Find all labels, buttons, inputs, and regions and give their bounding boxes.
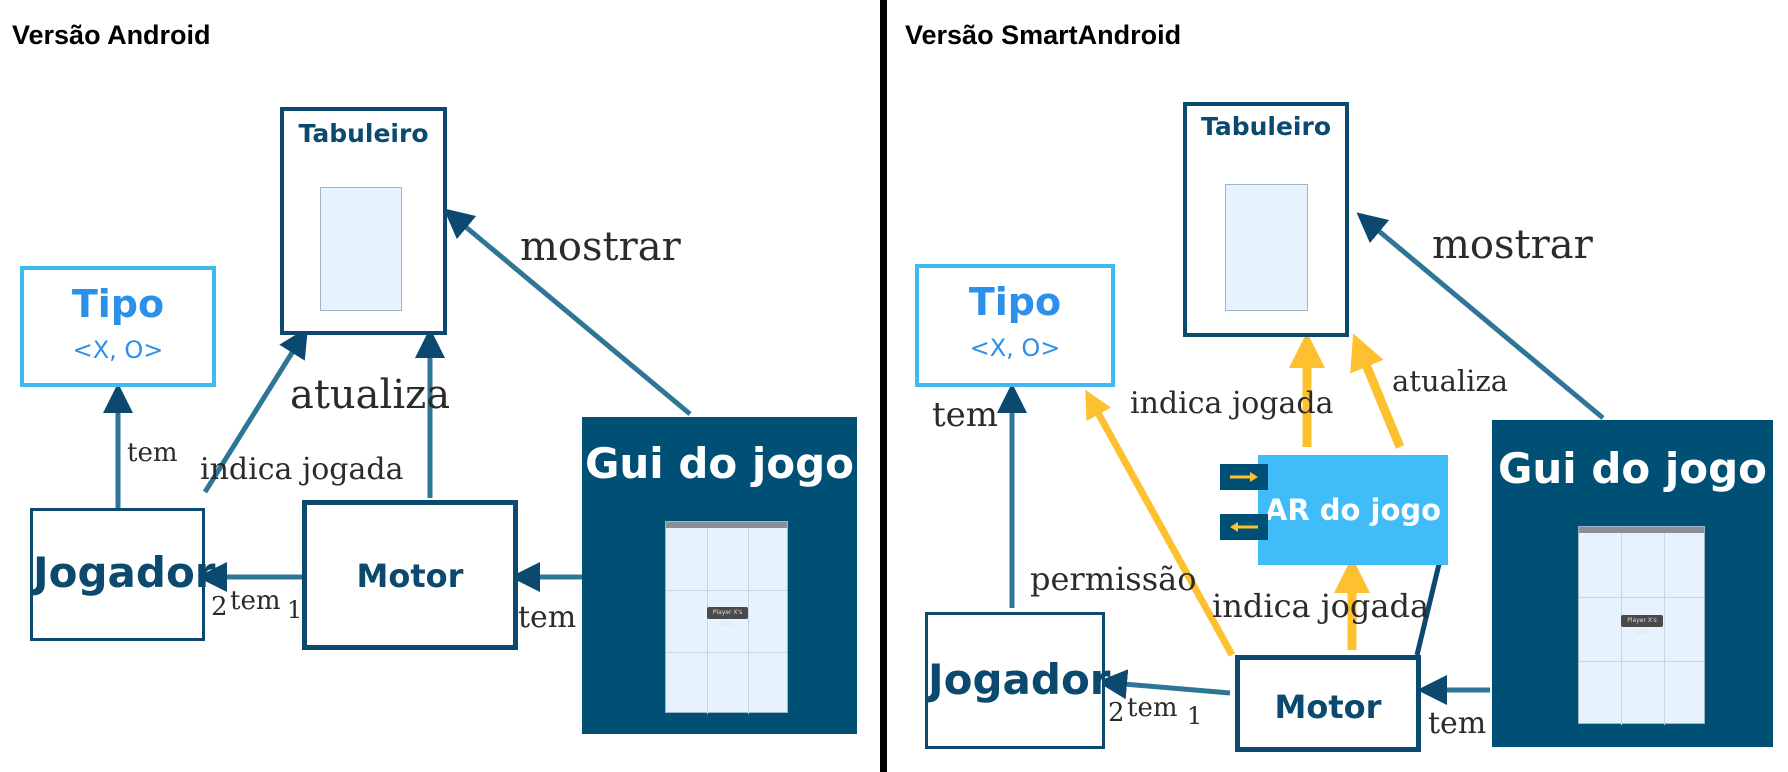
gui-title: Gui do jogo bbox=[584, 439, 855, 488]
left-heading: Versão Android bbox=[12, 20, 211, 50]
tipo-title: Tipo bbox=[71, 282, 165, 326]
tipo-values: <X, O> bbox=[72, 336, 164, 364]
tipo-title-right: Tipo bbox=[968, 280, 1062, 324]
board-thumbnail bbox=[320, 187, 402, 311]
jogador-title: Jogador bbox=[33, 548, 216, 597]
board-thumbnail-right bbox=[1225, 184, 1308, 311]
motor-box: Motor bbox=[302, 500, 518, 650]
arrow-ar-to-tabuleiro-right-yellow bbox=[1350, 333, 1405, 449]
label-mult-2-right: 2 bbox=[1108, 698, 1125, 728]
tipo-box-right: Tipo <X, O> bbox=[915, 264, 1115, 387]
link-motor-to-ar bbox=[1414, 559, 1443, 656]
arrow-gui-to-tabuleiro-right bbox=[1356, 212, 1605, 420]
label-mult-1-right: 1 bbox=[1187, 702, 1203, 730]
label-mult-2: 2 bbox=[211, 592, 228, 622]
tabuleiro-title-right: Tabuleiro bbox=[1201, 112, 1331, 141]
right-heading: Versão SmartAndroid bbox=[905, 20, 1182, 50]
arrow-right-icon bbox=[1230, 472, 1258, 482]
label-atualiza: atualiza bbox=[290, 372, 451, 418]
label-tem-tipo-right: tem bbox=[932, 395, 999, 435]
tabuleiro-title: Tabuleiro bbox=[298, 119, 429, 148]
arrow-motor-to-tipo-yellow bbox=[1085, 389, 1236, 657]
tabuleiro-box: Tabuleiro bbox=[280, 107, 447, 335]
turn-toast-right: Player X's turn bbox=[1621, 615, 1663, 636]
gui-panel: Gui do jogo Player X's turn bbox=[582, 417, 857, 734]
arrow-left-icon bbox=[1230, 522, 1258, 532]
ar-do-jogo-box: AR do jogo bbox=[1258, 455, 1448, 565]
label-tem-jogador: tem bbox=[230, 586, 281, 616]
jogador-box: Jogador bbox=[30, 508, 216, 641]
label-mostrar-right: mostrar bbox=[1432, 222, 1593, 268]
tabuleiro-box-right: Tabuleiro bbox=[1183, 102, 1349, 337]
turn-toast: Player X's turn bbox=[707, 607, 748, 628]
jogador-box-right: Jogador bbox=[925, 612, 1111, 749]
label-tem-tipo: tem bbox=[127, 438, 178, 468]
phone-screenshot: Player X's turn bbox=[665, 521, 788, 714]
label-indica-jogada-top: indica jogada bbox=[1130, 386, 1334, 421]
ar-input-port bbox=[1220, 464, 1268, 490]
arrow-jogador-to-tabuleiro bbox=[202, 327, 308, 494]
ar-title: AR do jogo bbox=[1264, 493, 1442, 527]
arrow-motor-to-jogador-right bbox=[1097, 669, 1231, 700]
arrow-gui-to-tabuleiro bbox=[443, 208, 692, 416]
motor-title: Motor bbox=[356, 557, 464, 595]
label-mostrar: mostrar bbox=[520, 224, 681, 270]
motor-box-right: Motor bbox=[1235, 655, 1421, 752]
gui-panel-right: Gui do jogo Player X's turn bbox=[1492, 420, 1773, 747]
label-permissao: permissão bbox=[1030, 560, 1197, 598]
tipo-box: Tipo <X, O> bbox=[20, 266, 216, 387]
gui-title-right: Gui do jogo bbox=[1497, 444, 1768, 493]
label-tem-jogador-right: tem bbox=[1127, 693, 1178, 723]
label-mult-1: 1 bbox=[287, 596, 303, 624]
ar-output-port bbox=[1220, 514, 1268, 540]
panel-divider bbox=[880, 0, 887, 772]
label-tem-gui-right: tem bbox=[1428, 706, 1487, 741]
label-tem-gui: tem bbox=[518, 600, 577, 635]
label-atualiza-right: atualiza bbox=[1392, 364, 1509, 398]
tipo-values-right: <X, O> bbox=[969, 334, 1061, 362]
label-indica-jogada-bottom: indica jogada bbox=[1212, 587, 1430, 625]
motor-title-right: Motor bbox=[1274, 688, 1382, 726]
phone-screenshot-right: Player X's turn bbox=[1578, 526, 1705, 725]
label-indica-jogada: indica jogada bbox=[200, 452, 404, 487]
jogador-title-right: Jogador bbox=[928, 655, 1111, 704]
